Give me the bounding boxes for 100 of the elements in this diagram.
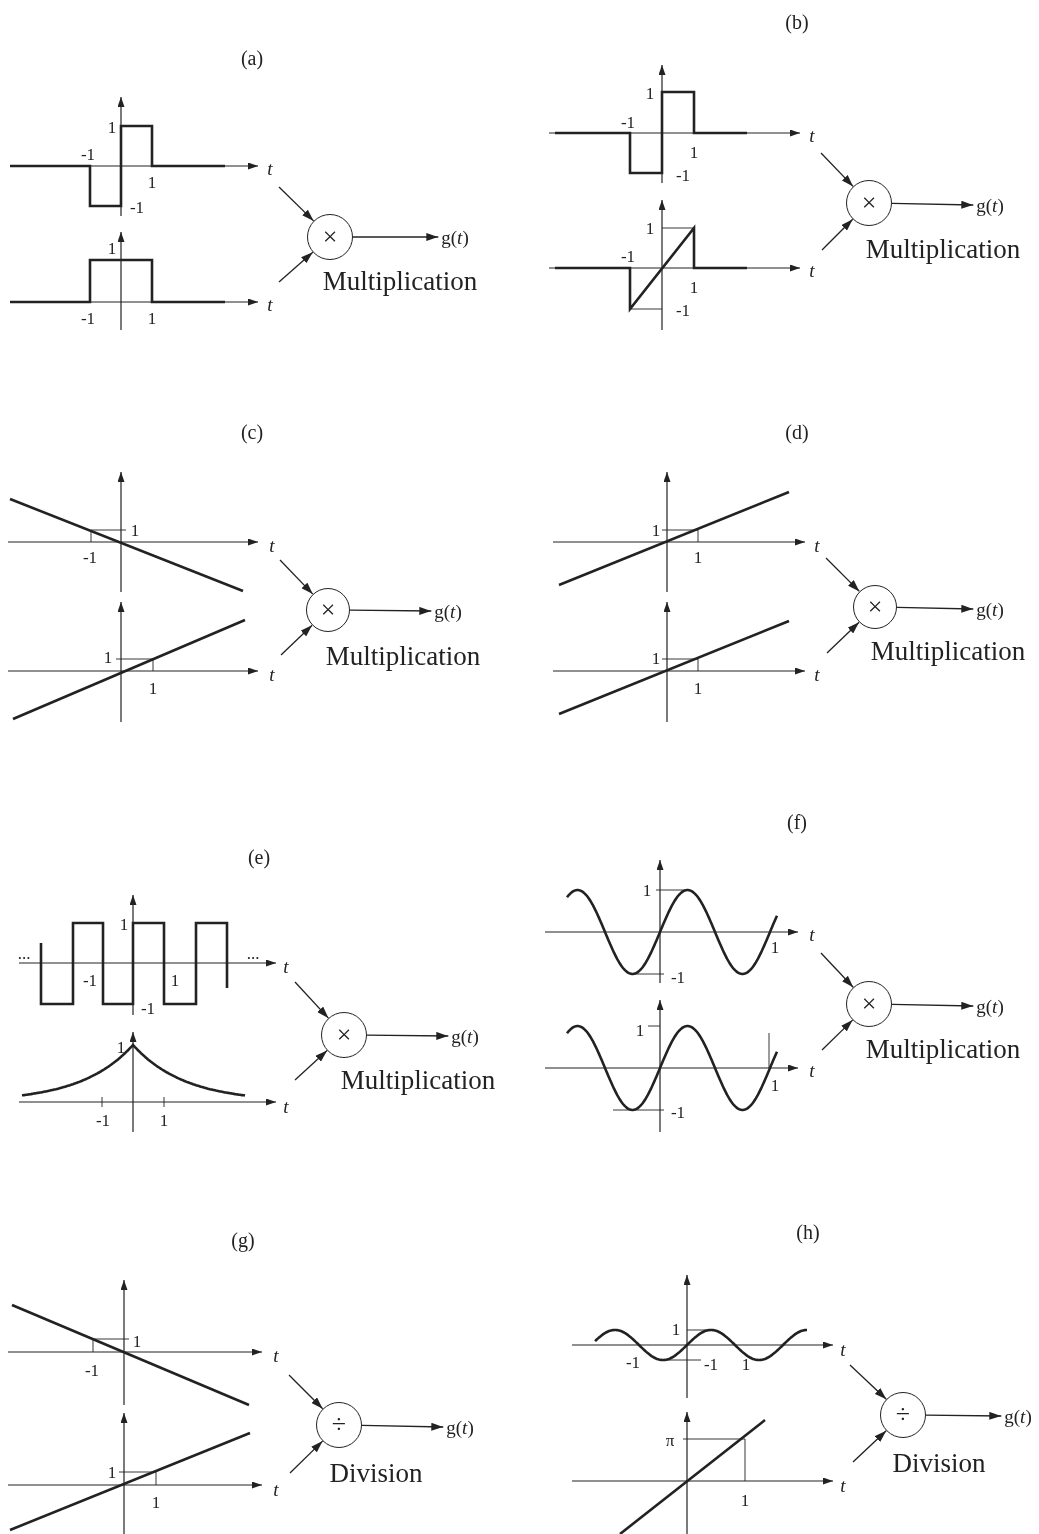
- tick-label: 1: [635, 1021, 645, 1039]
- tick-label: 1: [651, 521, 661, 539]
- panel-label: (b): [785, 12, 809, 32]
- panel-label: (c): [240, 422, 264, 442]
- tick-label: 1: [693, 548, 703, 566]
- operator-circle: ×: [846, 180, 892, 226]
- tick-label: -1: [140, 999, 156, 1017]
- tick-label: 1: [119, 915, 129, 933]
- arrow: [825, 557, 861, 593]
- axis-label: t: [267, 158, 273, 178]
- operator-circle: ×: [846, 981, 892, 1027]
- tick-label: -1: [84, 1361, 100, 1379]
- tick-label: 1: [770, 1076, 780, 1094]
- operator-label: Multiplication: [322, 267, 478, 295]
- arrow: [820, 152, 854, 188]
- arrow: [279, 559, 314, 595]
- operator-label: Multiplication: [325, 642, 481, 670]
- output-label: g(t): [1004, 1406, 1032, 1426]
- tick-label: 1: [159, 1111, 169, 1129]
- arrow: [278, 251, 314, 283]
- tick-label: -1: [620, 247, 636, 265]
- operator-circle: ×: [306, 588, 350, 632]
- tick-label: 1: [107, 118, 117, 136]
- tick-label: -1: [82, 971, 98, 989]
- panel-label: (f): [787, 812, 807, 832]
- operator-circle: ÷: [880, 1392, 926, 1438]
- tick-label: 1: [147, 309, 157, 327]
- tick-label: -1: [703, 1355, 719, 1373]
- tick-label: 1: [116, 1038, 126, 1056]
- tick-label: 1: [147, 173, 157, 191]
- tick-label: -1: [129, 198, 145, 216]
- panel-label: (a): [240, 48, 264, 68]
- operator-circle: ÷: [316, 1402, 362, 1448]
- panel-label: (e): [247, 847, 271, 867]
- axis-label: t: [814, 535, 820, 555]
- arrow: [849, 1364, 887, 1400]
- tick-label: 1: [741, 1355, 751, 1373]
- tick-label: 1: [642, 881, 652, 899]
- tick-label: 1: [740, 1491, 750, 1509]
- axis-label: t: [809, 1060, 815, 1080]
- operator-label: Division: [892, 1449, 986, 1477]
- axis-label: t: [273, 1479, 279, 1499]
- operator-circle: ×: [321, 1012, 367, 1058]
- tick-label: 1: [107, 239, 117, 257]
- operator-circle: ×: [307, 214, 353, 260]
- tick-label: 1: [689, 278, 699, 296]
- arrow: [288, 1374, 324, 1410]
- output-label: g(t): [976, 599, 1004, 619]
- output-label: g(t): [446, 1417, 474, 1437]
- tick-label: -1: [675, 166, 691, 184]
- tick-label: -1: [670, 1103, 686, 1121]
- operator-circle: ×: [853, 585, 897, 629]
- arrow: [349, 606, 432, 615]
- operator-label: Multiplication: [340, 1066, 496, 1094]
- tick-label: π: [665, 1431, 675, 1449]
- tick-label: 1: [130, 521, 140, 539]
- arrow: [896, 604, 974, 613]
- operator-label: Division: [329, 1459, 423, 1487]
- tick-label: -1: [670, 968, 686, 986]
- arrow: [289, 1440, 324, 1474]
- arrow: [294, 1049, 328, 1081]
- tick-label: 1: [151, 1493, 161, 1511]
- operator-label: Multiplication: [870, 637, 1026, 665]
- axis-label: t: [809, 125, 815, 145]
- arrow: [826, 621, 860, 654]
- tick-label: -1: [675, 301, 691, 319]
- tick-label: 1: [645, 219, 655, 237]
- arrow: [891, 200, 974, 209]
- tick-label: 1: [693, 679, 703, 697]
- output-label: g(t): [434, 601, 462, 621]
- arrow: [294, 981, 330, 1019]
- tick-label: -1: [80, 145, 96, 163]
- axis-label: t: [283, 1096, 289, 1116]
- tick-label: 1: [645, 84, 655, 102]
- tick-label: -1: [82, 548, 98, 566]
- output-label: g(t): [976, 195, 1004, 215]
- continuation-dots: ...: [246, 944, 260, 962]
- axis-label: t: [840, 1475, 846, 1495]
- axis-label: t: [283, 956, 289, 976]
- operator-label: Multiplication: [865, 1035, 1021, 1063]
- axis-label: t: [840, 1339, 846, 1359]
- output-label: g(t): [451, 1026, 479, 1046]
- arrow: [820, 952, 854, 988]
- arrow: [852, 1430, 887, 1463]
- panel-label: (d): [785, 422, 809, 442]
- output-label: g(t): [441, 227, 469, 247]
- tick-label: 1: [651, 649, 661, 667]
- arrow: [891, 1001, 974, 1010]
- tick-label: 1: [132, 1332, 142, 1350]
- axis-label: t: [269, 535, 275, 555]
- axis-label: t: [267, 294, 273, 314]
- arrow: [925, 1411, 1002, 1420]
- arrow: [821, 218, 854, 251]
- arrow: [821, 1019, 854, 1051]
- axis-label: t: [809, 260, 815, 280]
- tick-label: -1: [620, 113, 636, 131]
- arrow: [280, 624, 313, 656]
- tick-label: 1: [103, 648, 113, 666]
- axis-label: t: [273, 1345, 279, 1365]
- tick-label: -1: [95, 1111, 111, 1129]
